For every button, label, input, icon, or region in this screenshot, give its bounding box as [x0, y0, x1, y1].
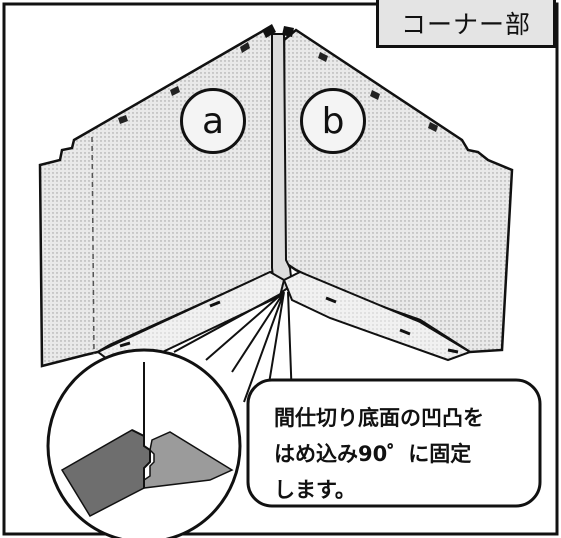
panel-a-letter: a — [201, 100, 225, 142]
panel-a-fold-line — [91, 136, 95, 355]
joint-top-tabs — [262, 24, 294, 38]
callout-text: 間仕切り底面の凹凸を はめ込み90゜に固定 します。 — [274, 400, 534, 508]
callout-line: はめ込み90゜に固定 — [274, 442, 472, 466]
panel-b-letter: b — [321, 100, 345, 142]
callout-line: します。 — [274, 478, 356, 502]
base-right — [282, 270, 473, 362]
page-title: コーナー部 — [400, 9, 531, 39]
panel-a-label: a — [180, 88, 246, 154]
magnifier-detail — [60, 362, 234, 517]
magnifier-leader-lines — [173, 291, 293, 415]
panel-b-label: b — [300, 88, 366, 154]
base-marks — [119, 296, 459, 354]
callout-line: 間仕切り底面の凹凸を — [274, 406, 484, 430]
header-label: コーナー部 — [376, 0, 556, 48]
callout-box — [246, 378, 542, 508]
